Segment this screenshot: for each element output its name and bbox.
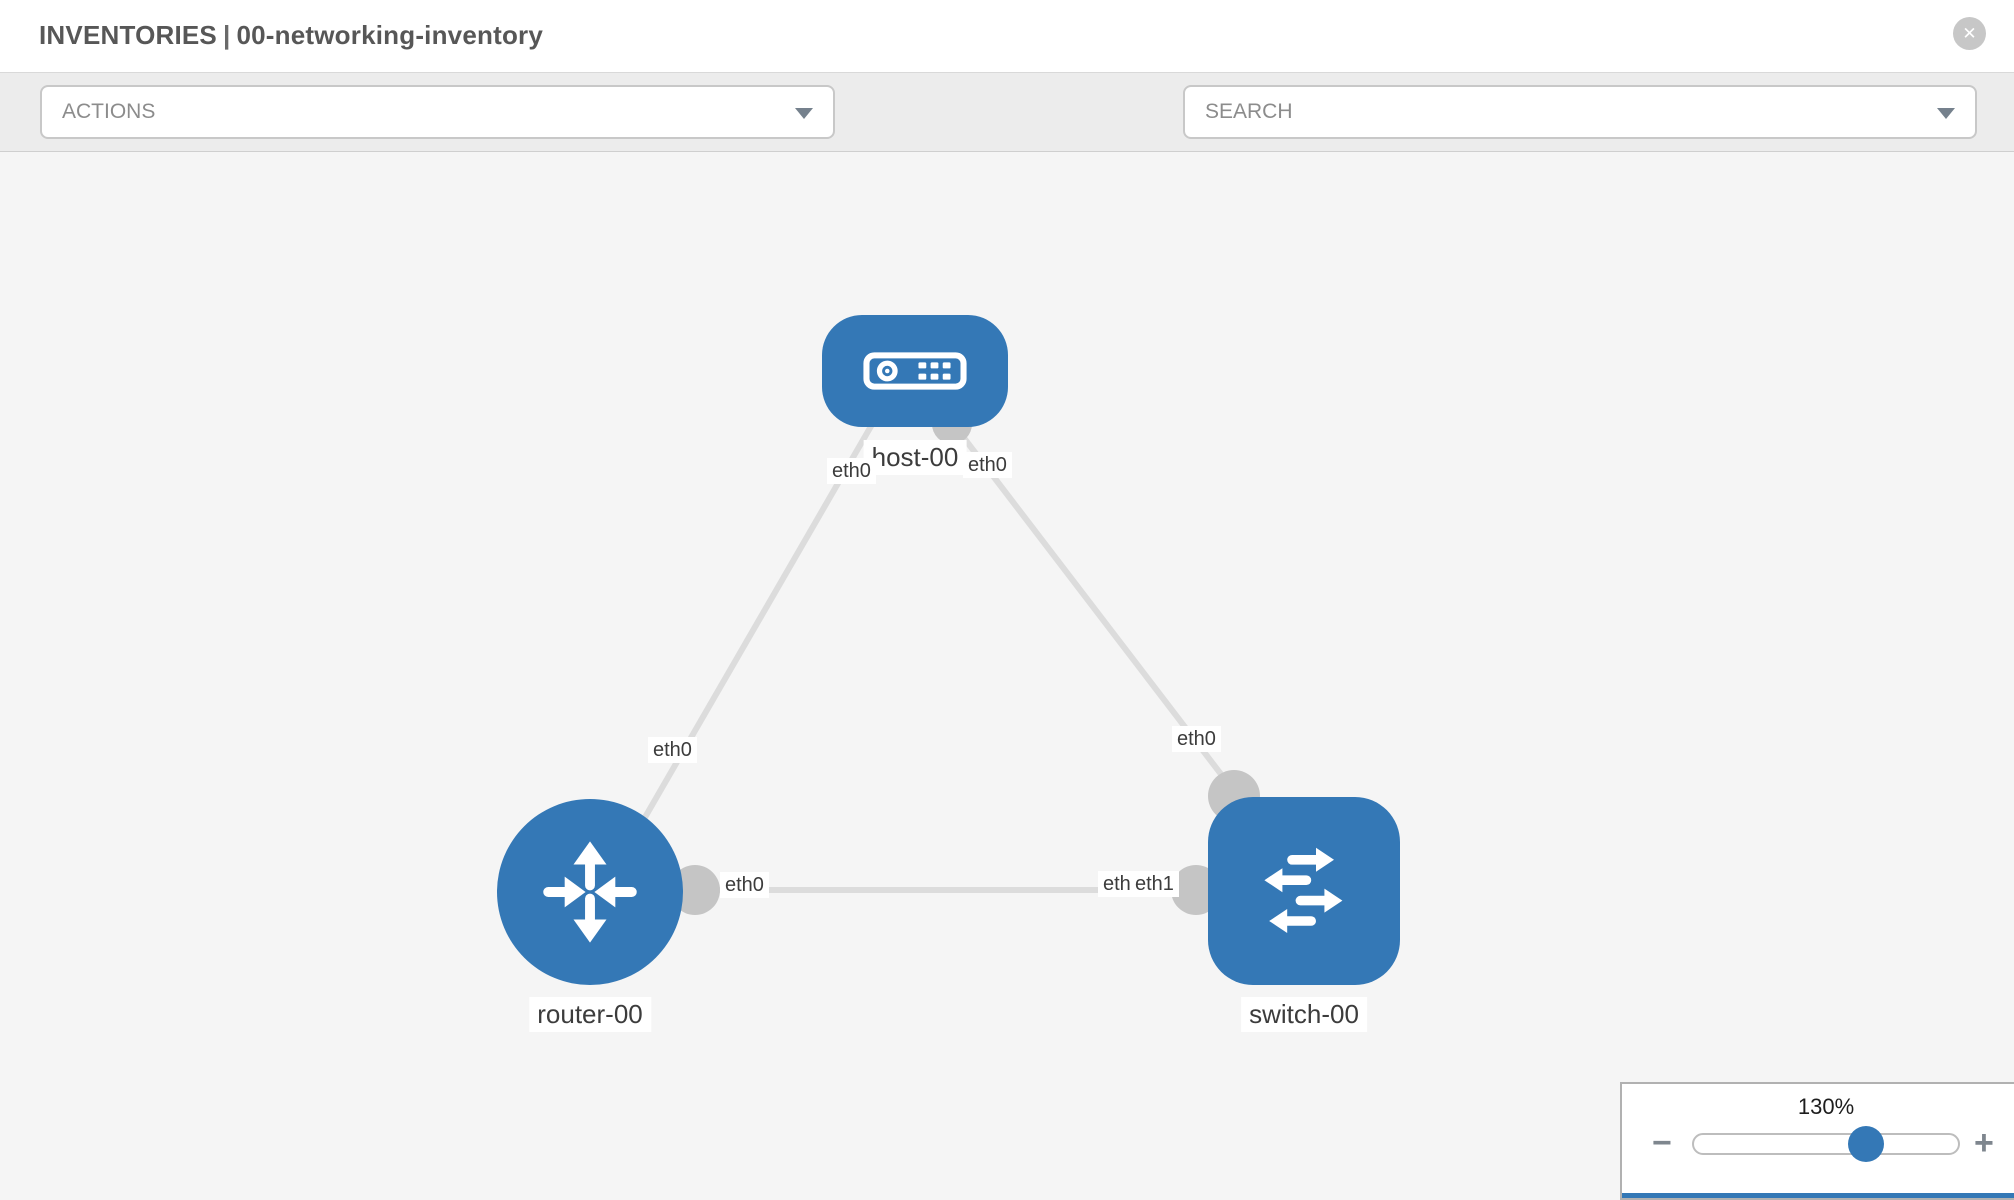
toolbar: ACTIONS SEARCH	[0, 73, 2014, 202]
interface-label-switch-eth1: eth1	[1130, 871, 1179, 897]
inventory-name: 00-networking-inventory	[236, 20, 544, 50]
close-icon: ✕	[1962, 23, 1977, 43]
node-switch-00[interactable]	[1208, 797, 1400, 985]
zoom-panel: 130% − +	[1620, 1082, 2014, 1200]
interface-label-router-eth0-top: eth0	[648, 737, 697, 763]
breadcrumb-separator: |	[222, 20, 231, 50]
breadcrumb-section: INVENTORIES	[39, 20, 217, 50]
zoom-in-button[interactable]: +	[1974, 1124, 1994, 1162]
search-dropdown-label: SEARCH	[1205, 100, 1293, 123]
panel-accent-strip	[1622, 1193, 2014, 1198]
port-router-eth0[interactable]	[670, 865, 720, 915]
zoom-slider-knob[interactable]	[1848, 1126, 1884, 1162]
chevron-down-icon	[795, 108, 813, 119]
page-title: INVENTORIES|00-networking-inventory	[39, 20, 543, 51]
chevron-down-icon	[1937, 108, 1955, 119]
host-icon	[863, 352, 967, 390]
node-label-switch-00: switch-00	[1241, 997, 1367, 1032]
router-icon	[543, 841, 637, 943]
page-header: INVENTORIES|00-networking-inventory ✕	[0, 0, 2014, 73]
topology-canvas[interactable]: host-00 eth0 eth0 router-00 eth0 eth0 sw…	[0, 152, 2014, 1200]
close-button[interactable]: ✕	[1953, 17, 1986, 50]
zoom-slider-track[interactable]	[1692, 1133, 1960, 1155]
actions-dropdown-label: ACTIONS	[62, 100, 156, 123]
search-dropdown[interactable]: SEARCH	[1183, 85, 1977, 139]
node-label-router-00: router-00	[529, 997, 651, 1032]
interface-label-host-eth0-right: eth0	[963, 452, 1012, 478]
node-host-00[interactable]	[822, 315, 1008, 427]
interface-label-router-eth0-right: eth0	[720, 872, 769, 898]
links-layer	[615, 400, 1262, 915]
switch-icon	[1264, 847, 1343, 933]
node-router-00[interactable]	[497, 799, 683, 985]
zoom-out-button[interactable]: −	[1652, 1124, 1672, 1162]
node-label-host-00: host-00	[863, 440, 967, 475]
interface-label-host-eth0-left: eth0	[827, 458, 876, 484]
interface-label-switch-eth0-top: eth0	[1172, 726, 1221, 752]
actions-dropdown[interactable]: ACTIONS	[40, 85, 835, 139]
zoom-level-value: 130%	[1797, 1094, 1855, 1119]
